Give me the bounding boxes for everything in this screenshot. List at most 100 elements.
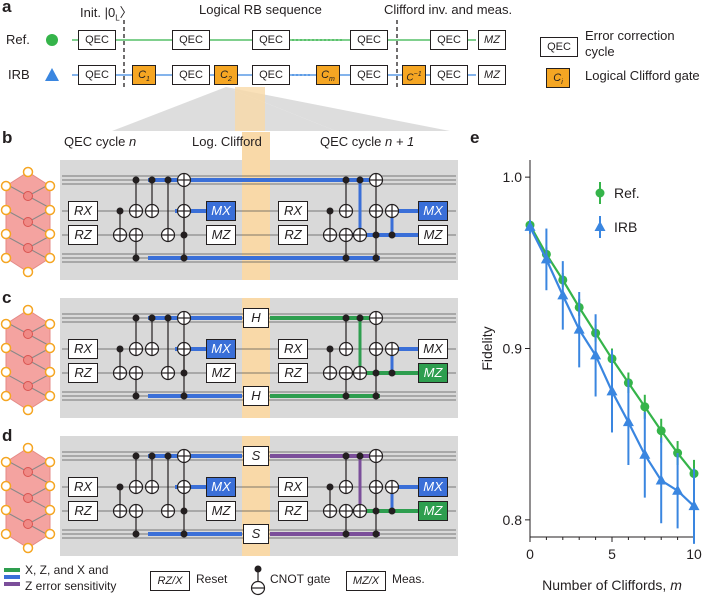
data-point [656,426,666,436]
ancilla-qubit-icon [0,204,12,216]
cnot-control-icon [116,345,124,353]
irb-qec-2: QEC [172,65,210,85]
x-tick-label: 0 [526,546,534,562]
data-qubit-icon [23,467,33,477]
cnot-control-icon [342,314,350,322]
irb-clifford-c1: C1 [132,65,156,85]
reset-rz-left: RZ [68,501,98,521]
cnot-control-icon [164,452,172,460]
cnot-control-icon [372,254,380,262]
measure-mx-right: MX [418,477,448,497]
cnot-control-icon [254,565,262,573]
data-qubit-icon [23,381,33,391]
cnot-control-icon [132,254,140,262]
cnot-control-icon [342,254,350,262]
cnot-control-icon [164,314,172,322]
irb-qec-1: QEC [78,65,116,85]
measure-mx-right: MX [418,201,448,221]
reset-rx-left: RX [68,201,98,221]
legend-label: Ref. [614,185,640,201]
panel-d-letter: d [2,426,13,445]
measure-mz-right: MZ [418,501,448,521]
ancilla-qubit-icon [44,180,56,192]
ancilla-qubit-icon [0,180,12,192]
measure-mx-left: MX [206,477,236,497]
logical-gate-top: S [243,446,269,466]
clifford-column [242,132,270,280]
cnot-control-icon [164,176,172,184]
ancilla-qubit-icon [44,456,56,468]
data-qubit-icon [23,217,33,227]
ancilla-qubit-icon [22,166,34,178]
legend-sensitivity-line2: Z error sensitivity [25,579,117,593]
measure-mz-left: MZ [206,501,236,521]
data-point [688,500,700,511]
cnot-control-icon [180,392,188,400]
cnot-control-icon [148,314,156,322]
ref-qec-4: QEC [350,30,388,50]
cnot-control-icon [342,530,350,538]
data-point [622,416,634,427]
ancilla-qubit-icon [0,480,12,492]
y-axis-label: Fidelity [479,326,495,370]
data-point [655,474,667,485]
irb-clifford-c2: C2 [214,65,238,85]
data-qubit-icon [23,329,33,339]
irb-qec-4: QEC [350,65,388,85]
reset-rz-right: RZ [278,225,308,245]
cnot-control-icon [180,530,188,538]
legend-meas-text: Meas. [392,572,425,586]
ancilla-qubit-icon [0,366,12,378]
reset-rz-left: RZ [68,363,98,383]
panel-e-letter: e [470,128,480,147]
legend-label: IRB [614,219,637,235]
data-point [672,484,684,495]
header-rb-sequence: Logical RB sequence [199,2,322,17]
data-point [573,323,585,334]
irb-mz: MZ [478,65,506,85]
legend-ci-box: Ci [546,68,570,88]
panel-b-title-left: QEC cycle n [64,134,137,149]
cnot-control-icon [388,507,396,515]
cnot-control-icon [326,207,334,215]
measure-mz-right: MZ [418,363,448,383]
ancilla-qubit-icon [22,442,34,454]
logical-gate-bottom: H [243,386,269,406]
measure-mx-right: MX [418,339,448,359]
logical-gate-top: H [243,308,269,328]
ancilla-qubit-icon [44,390,56,402]
ancilla-qubit-icon [44,342,56,354]
ancilla-qubit-icon [44,480,56,492]
y-tick-label: 1.0 [503,169,523,185]
cnot-control-icon [132,176,140,184]
irb-qec-5: QEC [430,65,468,85]
legend-reset-text: Reset [196,572,228,586]
row-irb-label: IRB [8,67,30,82]
legend-qec-text: Error correction cycle [585,28,675,59]
legend-reset-box: RZ/X [150,571,190,591]
reset-rx-right: RX [278,201,308,221]
x-tick-label: 5 [608,546,616,562]
panel-b-title-right: QEC cycle n + 1 [320,134,415,149]
reset-rx-right: RX [278,477,308,497]
ancilla-qubit-icon [0,342,12,354]
cnot-control-icon [356,314,364,322]
ancilla-qubit-icon [44,252,56,264]
data-point [590,349,602,360]
ancilla-qubit-icon [44,366,56,378]
row-ref-label: Ref. [6,32,30,47]
reset-rx-left: RX [68,339,98,359]
reset-rz-right: RZ [278,363,308,383]
logical-gate-bottom: S [243,524,269,544]
data-qubit-icon [23,519,33,529]
legend-qec-box: QEC [540,37,578,57]
measure-mz-right: MZ [418,225,448,245]
legend-ci-text: Logical Clifford gate [585,68,700,83]
data-point [640,402,650,412]
cnot-control-icon [326,483,334,491]
ancilla-qubit-icon [0,390,12,402]
ancilla-qubit-icon [0,252,12,264]
irb-clifford-inverse: C−1 [402,65,426,85]
